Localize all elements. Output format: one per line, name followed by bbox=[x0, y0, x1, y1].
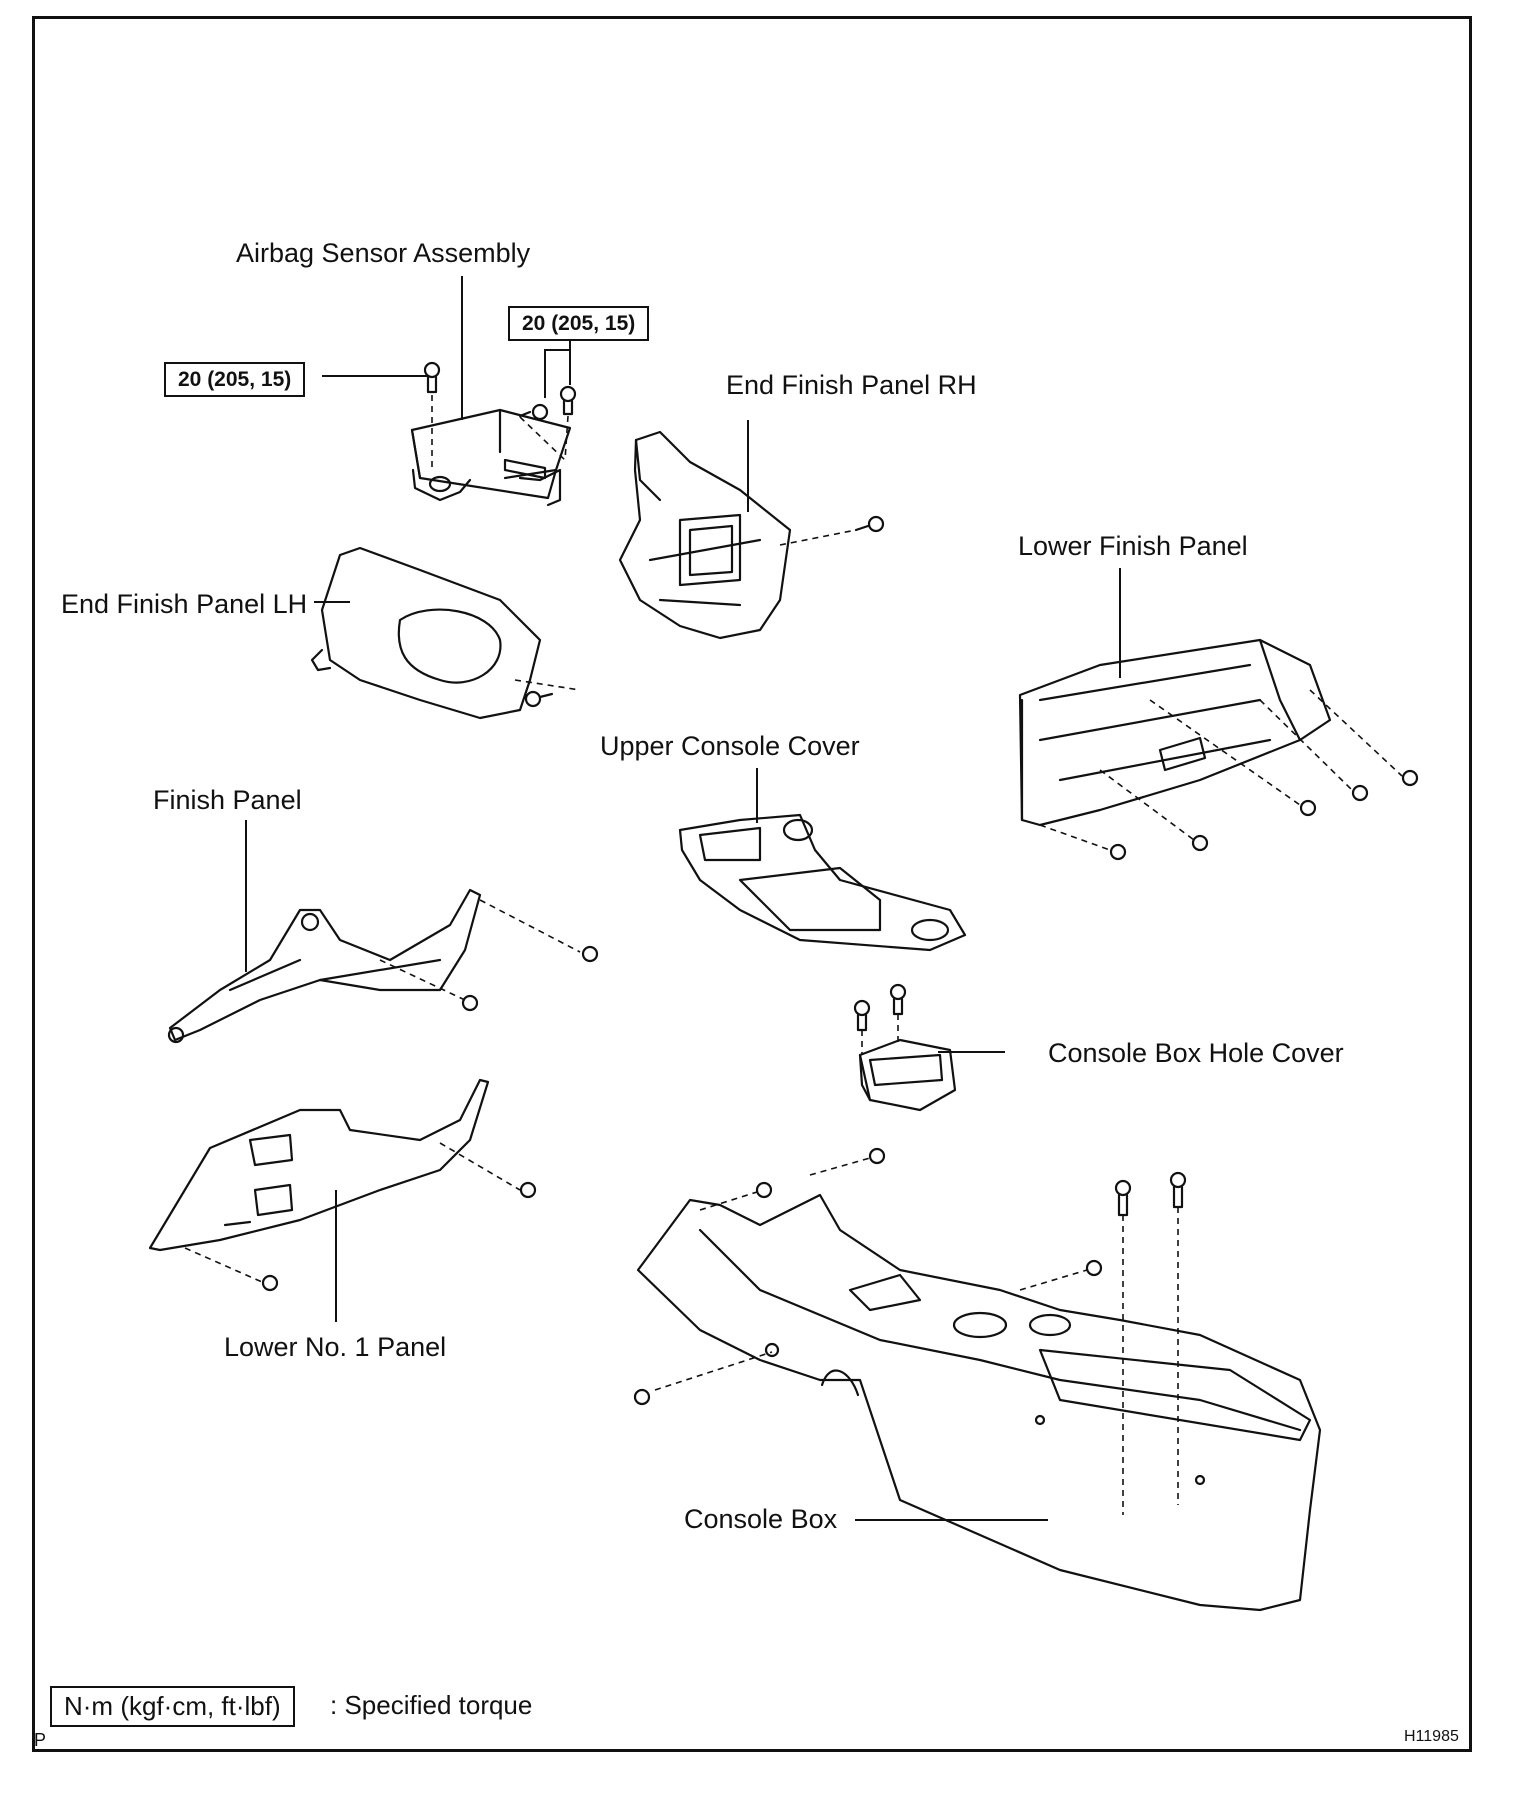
label-lower-finish: Lower Finish Panel bbox=[1018, 531, 1248, 561]
airbag-sensor-part bbox=[410, 408, 572, 507]
finish-panel-part bbox=[167, 888, 482, 1044]
corner-mark-p: P bbox=[34, 1730, 47, 1750]
torque-spec-box-right: 20 (205, 15) bbox=[508, 306, 650, 342]
label-upper-console: Upper Console Cover bbox=[600, 731, 860, 761]
drawing-code: H11985 bbox=[1404, 1728, 1459, 1745]
end-finish-lh-screw bbox=[524, 690, 554, 708]
lower-finish-part bbox=[1018, 638, 1332, 827]
legend-description: : Specified torque bbox=[330, 1690, 533, 1720]
console-box-part bbox=[636, 1193, 1322, 1612]
lower-no1-part bbox=[148, 1078, 490, 1252]
label-console-box: Console Box bbox=[684, 1504, 838, 1534]
end-finish-rh-part bbox=[618, 430, 792, 640]
hole-cover-screws bbox=[853, 983, 907, 1032]
label-lower-no1: Lower No. 1 Panel bbox=[224, 1332, 447, 1362]
torque-spec-box-left: 20 (205, 15) bbox=[164, 362, 306, 398]
lower-no1-screws bbox=[261, 1181, 537, 1292]
label-airbag-sensor: Airbag Sensor Assembly bbox=[236, 238, 531, 268]
label-end-finish-rh: End Finish Panel RH bbox=[726, 370, 977, 400]
end-finish-lh-part bbox=[310, 546, 542, 720]
end-finish-rh-screw bbox=[854, 515, 885, 533]
legend-unit-box: N·m (kgf·cm, ft·lbf) bbox=[50, 1686, 295, 1727]
console-hole-cover-part bbox=[858, 1038, 957, 1112]
airbag-bolts bbox=[423, 361, 577, 421]
finish-panel-screws bbox=[461, 945, 599, 1012]
alignment-lines bbox=[184, 395, 1403, 1515]
label-console-hole-cover: Console Box Hole Cover bbox=[1048, 1038, 1344, 1068]
label-finish-panel: Finish Panel bbox=[153, 785, 302, 815]
diagram-frame bbox=[32, 16, 1472, 1752]
lower-finish-screws bbox=[1109, 769, 1419, 861]
upper-console-part bbox=[678, 813, 967, 952]
label-end-finish-lh: End Finish Panel LH bbox=[61, 589, 308, 619]
